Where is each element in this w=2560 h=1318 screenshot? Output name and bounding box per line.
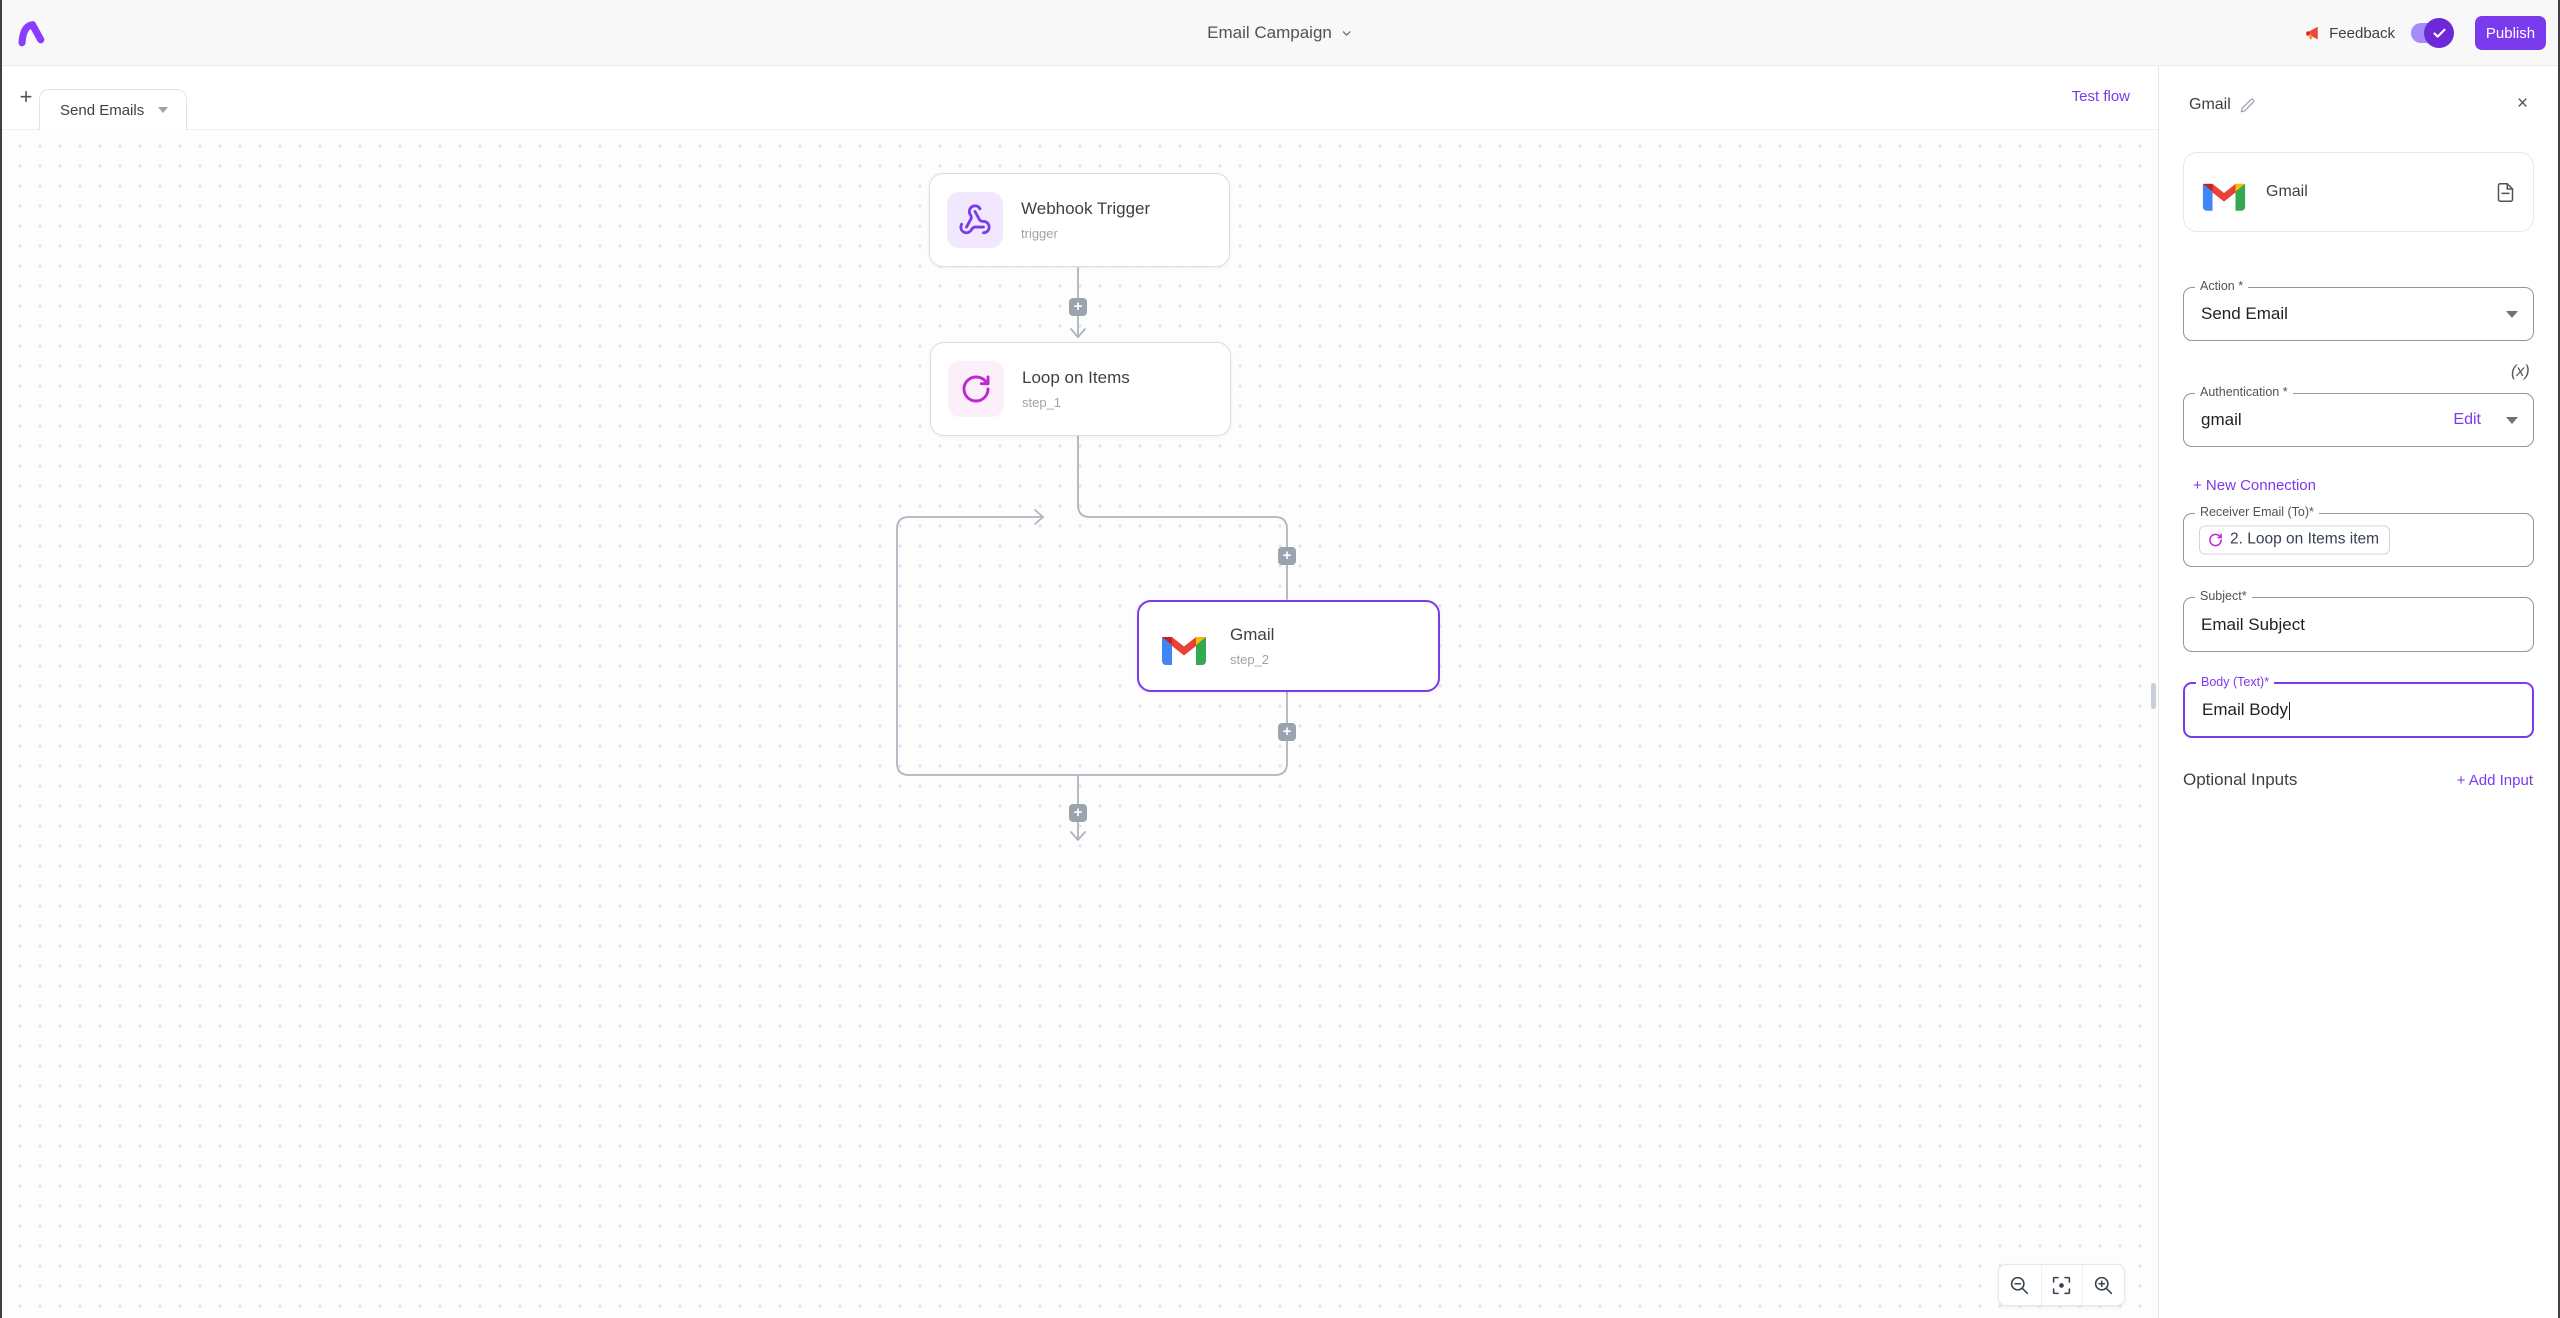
- zoom-in-button[interactable]: [2082, 1265, 2124, 1305]
- body-text-label: Body (Text)*: [2196, 675, 2275, 689]
- flow-tab-send-emails[interactable]: Send Emails: [39, 89, 187, 130]
- flow-tab-label: Send Emails: [60, 101, 145, 119]
- receiver-email-input[interactable]: Receiver Email (To)* 2. Loop on Items it…: [2183, 505, 2534, 567]
- action-value: Send Email: [2201, 304, 2288, 323]
- canvas-zoom-controls: [1998, 1264, 2125, 1306]
- add-step-button[interactable]: +: [1069, 804, 1087, 822]
- loop-item-token-chip[interactable]: 2. Loop on Items item: [2199, 525, 2391, 555]
- node-gmail[interactable]: Gmail step_2: [1137, 600, 1440, 692]
- authentication-value: gmail: [2201, 410, 2242, 429]
- flow-tab-strip: + Send Emails Test flow: [2, 66, 2158, 130]
- close-panel-button[interactable]: ×: [2517, 93, 2529, 114]
- docs-file-icon[interactable]: [2495, 182, 2516, 203]
- flow-title: Email Campaign: [1207, 23, 1332, 42]
- chevron-down-icon: [1342, 30, 1351, 36]
- text-cursor: [2288, 701, 2291, 720]
- body-text-input[interactable]: Body (Text)* Email Body: [2183, 675, 2534, 738]
- flow-tab-caret-icon[interactable]: [158, 107, 169, 113]
- feedback-button[interactable]: Feedback: [2305, 25, 2395, 42]
- node-step-name: step_2: [1230, 652, 1270, 667]
- node-title: Webhook Trigger: [1021, 199, 1151, 218]
- node-title: Loop on Items: [1022, 368, 1130, 387]
- new-connection-link[interactable]: + New Connection: [2193, 477, 2316, 494]
- node-title: Gmail: [1230, 625, 1275, 644]
- node-step-name: trigger: [1021, 226, 1058, 241]
- header-actions: Feedback Publish: [2305, 0, 2546, 66]
- add-step-button[interactable]: +: [1278, 723, 1296, 741]
- step-settings-panel: Gmail × Gmail Action * Send: [2158, 66, 2558, 1318]
- action-label: Action *: [2195, 279, 2249, 293]
- authentication-label: Authentication *: [2195, 385, 2293, 399]
- piece-name: Gmail: [2266, 183, 2308, 200]
- optional-inputs-heading: Optional Inputs: [2183, 770, 2298, 789]
- subject-input[interactable]: Subject* Email Subject: [2183, 589, 2534, 652]
- check-icon: [2432, 28, 2446, 38]
- node-webhook-trigger[interactable]: Webhook Trigger trigger: [929, 173, 1230, 267]
- webhook-icon: [947, 192, 1003, 248]
- app-header: Email Campaign Feedback: [0, 0, 2560, 66]
- node-step-name: step_1: [1022, 395, 1062, 410]
- panel-step-title: Gmail: [2189, 96, 2231, 113]
- body-text-value: Email Body: [2202, 700, 2291, 720]
- loop-icon: [2209, 533, 2222, 546]
- window-right-edge: [2558, 0, 2560, 1318]
- zoom-in-icon: [2094, 1276, 2113, 1294]
- insert-variable-button[interactable]: (x): [2511, 363, 2530, 380]
- panel-title-row: Gmail: [2189, 96, 2255, 114]
- publish-button[interactable]: Publish: [2475, 16, 2546, 50]
- authentication-select[interactable]: Authentication * gmail Edit: [2183, 385, 2534, 447]
- flow-title-menu[interactable]: Email Campaign: [1207, 0, 1353, 66]
- loop-icon: [948, 361, 1004, 417]
- window-left-edge: [0, 0, 2, 1318]
- receiver-email-label: Receiver Email (To)*: [2195, 505, 2319, 519]
- add-input-link[interactable]: + Add Input: [2456, 772, 2533, 789]
- test-flow-button[interactable]: Test flow: [2071, 88, 2130, 105]
- add-step-button[interactable]: +: [1278, 547, 1296, 565]
- piece-card: Gmail: [2183, 152, 2534, 232]
- rename-pencil-icon[interactable]: [2240, 98, 2255, 113]
- edit-connection-link[interactable]: Edit: [2453, 411, 2481, 428]
- feedback-label: Feedback: [2329, 24, 2395, 42]
- zoom-out-icon: [2011, 1276, 2029, 1294]
- fit-view-button[interactable]: [2040, 1265, 2083, 1305]
- subject-label: Subject*: [2195, 589, 2252, 603]
- subject-value: Email Subject: [2201, 614, 2305, 634]
- gmail-icon: [2202, 183, 2246, 211]
- dropdown-caret-icon[interactable]: [2506, 417, 2518, 424]
- token-chip-text: 2. Loop on Items item: [2230, 530, 2380, 548]
- app-logo-icon[interactable]: [16, 18, 46, 48]
- node-loop-on-items[interactable]: Loop on Items step_1: [930, 342, 1231, 436]
- toggle-thumb: [2424, 18, 2454, 48]
- action-select[interactable]: Action * Send Email: [2183, 279, 2534, 341]
- gmail-icon: [1156, 618, 1212, 674]
- flow-enabled-toggle[interactable]: [2411, 18, 2454, 48]
- panel-resize-handle[interactable]: [2151, 683, 2156, 709]
- megaphone-icon: [2306, 26, 2318, 39]
- fit-view-icon: [2053, 1276, 2071, 1294]
- add-step-button[interactable]: +: [1069, 298, 1087, 316]
- add-flow-tab-button[interactable]: +: [19, 84, 33, 109]
- zoom-out-button[interactable]: [1999, 1265, 2041, 1305]
- dropdown-caret-icon[interactable]: [2506, 311, 2518, 318]
- flow-canvas[interactable]: + + + + Webhook Trigger trigger: [2, 130, 2158, 1318]
